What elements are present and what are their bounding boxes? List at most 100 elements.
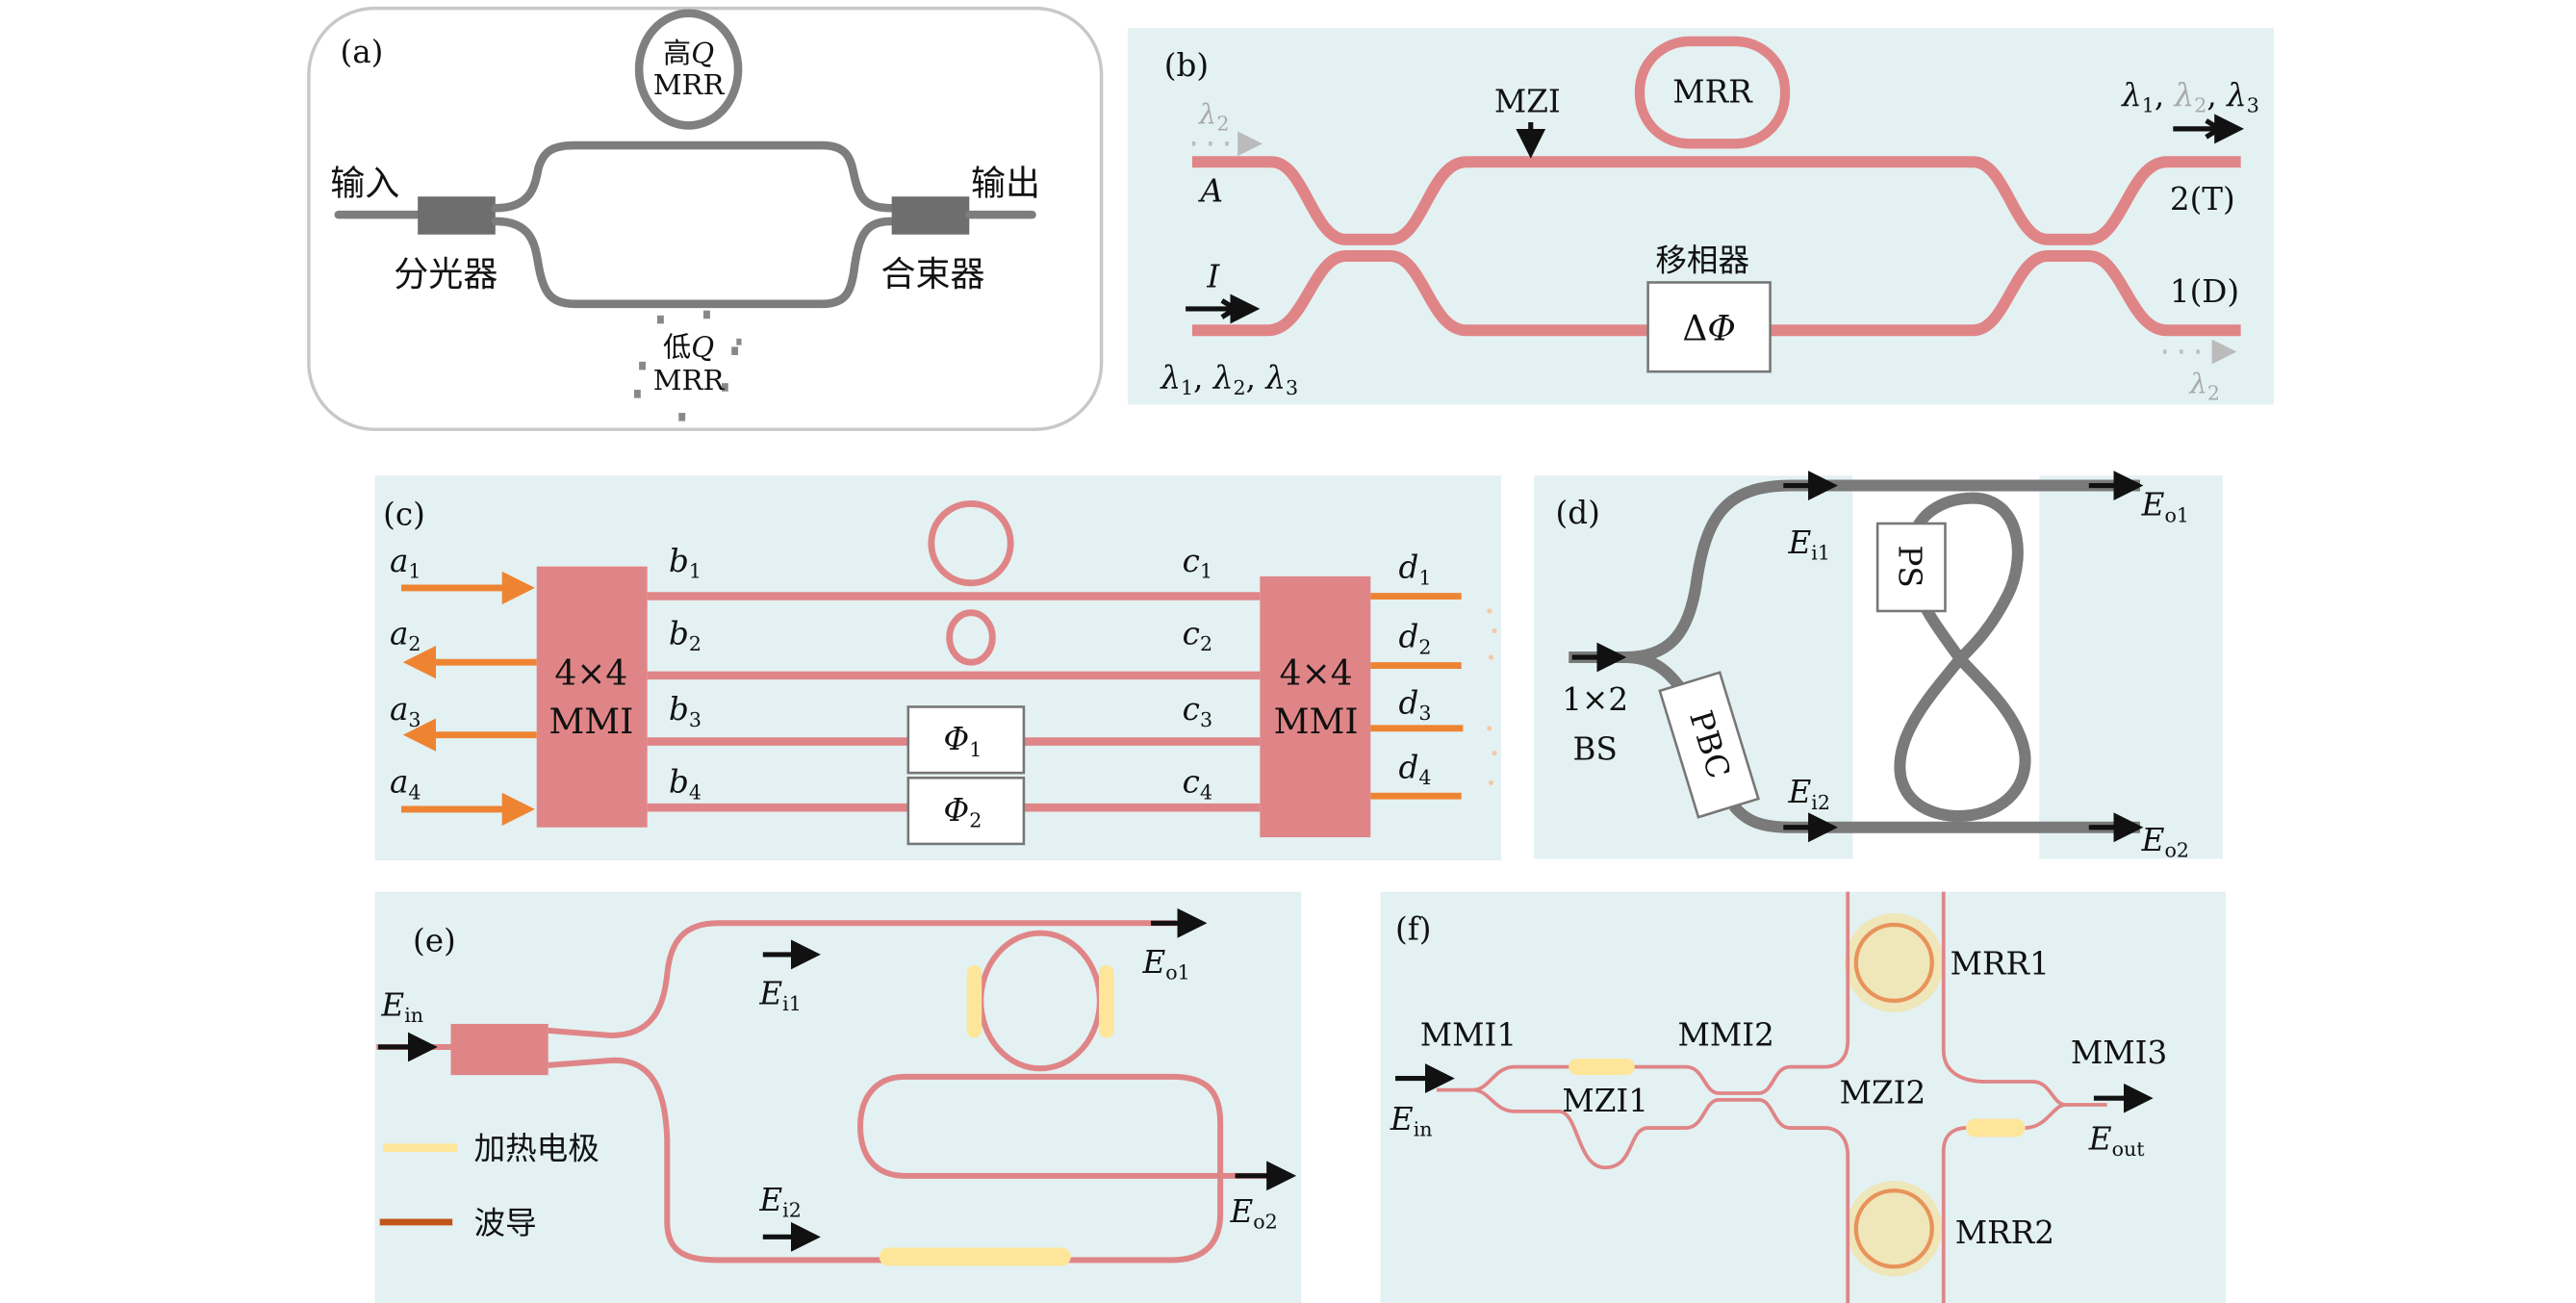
e-i1-label: Ei1	[758, 975, 801, 1015]
port-labels: a1 a2 a3 a4 b1 b2 b3 b4 c1 c2 c3 c4 d1 d…	[390, 543, 1431, 805]
splitter-label: 分光器	[394, 255, 497, 294]
a3-label: a3	[390, 691, 421, 731]
panel-b: (b) MRR MZI λ2 A I λ1, λ2, λ3 λ1, λ2, λ3…	[1128, 28, 2274, 405]
panel-c: (c) 4×4 MMI 4×4 MMI Φ1 Φ2	[374, 475, 1501, 861]
d3-label: d3	[1398, 684, 1431, 725]
mmi-right-size: 4×4	[1280, 654, 1353, 694]
panel-b-label: (b)	[1164, 47, 1209, 84]
high-q-mrr-ring	[634, 9, 743, 130]
fade-dots	[1487, 608, 1497, 785]
combiner-label: 合束器	[881, 255, 985, 294]
b3-label: b3	[669, 691, 701, 731]
e-in-label: Ein	[380, 986, 423, 1027]
low-q-mrr-dots	[633, 310, 742, 422]
e-i2-label: Ei2	[1787, 774, 1829, 814]
c3-label: c3	[1183, 691, 1212, 731]
arrow-barb-icon	[1220, 306, 1237, 319]
port-i-label: I	[1206, 259, 1220, 295]
phi1-label: Φ1	[944, 721, 982, 761]
pbc-box	[1658, 671, 1760, 819]
output-label: 输出	[971, 165, 1040, 204]
right-upper-path	[1941, 891, 2107, 1107]
mrr1-heater-glow	[1844, 912, 1944, 1012]
a1-label: a1	[390, 543, 421, 583]
port-a-label: A	[1198, 172, 1224, 209]
upper-branch	[1624, 479, 2140, 664]
mzi-label: MZI	[1494, 84, 1561, 120]
upper-waveguide	[548, 920, 1176, 1038]
mrr2-heater-glow	[1846, 1180, 1943, 1277]
mmi-left-label: MMI	[548, 703, 633, 742]
low-q-mrr-label: MRR	[653, 364, 726, 396]
mrr2-ring	[1853, 1188, 1934, 1269]
lower-path	[1472, 1087, 1850, 1303]
legend-heater-label: 加热电极	[473, 1131, 599, 1167]
upper-path	[1472, 891, 1850, 1095]
c2-label: c2	[1183, 615, 1212, 655]
mmi-right	[1260, 575, 1371, 838]
phi2-label: Φ2	[944, 792, 982, 832]
arrows	[377, 907, 1297, 1252]
mzi2-label: MZI2	[1840, 1074, 1926, 1111]
high-q-mrr-label: MRR	[653, 68, 726, 101]
mrr2-label: MRR2	[1955, 1214, 2054, 1251]
panel-f: (f) MMI1 MMI2 MMI3 MZI1 MZI2 MRR1 MRR2 E…	[1380, 891, 2227, 1303]
lower-waveguide-racetrack	[548, 1057, 1272, 1264]
high-q-label: 高Q	[663, 37, 714, 69]
combiner-block	[891, 196, 970, 235]
panel-e-label: (e)	[413, 922, 456, 958]
ps-box	[1875, 522, 1947, 613]
e-o1-label: Eo1	[2141, 486, 2189, 526]
b4-label: b4	[669, 764, 701, 805]
port-t-label: 2(T)	[2170, 181, 2235, 217]
d4-label: d4	[1398, 749, 1431, 789]
panel-a: (a) 高Q MRR 输入 输出 分光器 合束器 低Q MRR	[307, 6, 1104, 431]
panel-e-bg	[374, 891, 1302, 1303]
a4-label: a4	[390, 764, 421, 805]
c4-label: c4	[1183, 764, 1212, 805]
lambda2-in-label: λ2	[1198, 98, 1230, 136]
e-o2-label: Eo2	[2141, 822, 2189, 862]
lower-arm	[491, 217, 896, 309]
mmi-left-size: 4×4	[554, 654, 627, 694]
phi1-box	[906, 705, 1026, 775]
e-o1-label: Eo1	[1141, 944, 1189, 984]
mrr-label: MRR	[1672, 73, 1753, 110]
panel-a-label: (a)	[341, 34, 384, 70]
mrr1-label: MRR1	[1951, 945, 2050, 982]
e-out-label: Eout	[2088, 1120, 2145, 1161]
ring-small	[946, 609, 996, 666]
ring-large	[928, 499, 1014, 587]
phase-shifter-label: 移相器	[1655, 242, 1749, 278]
mrr-ring	[1634, 36, 1791, 149]
input-label: 输入	[330, 165, 399, 204]
port-arrows	[400, 571, 1464, 827]
upper-arm	[491, 141, 896, 213]
e-o2-label: Eo2	[1229, 1193, 1277, 1234]
arrows	[1571, 471, 2144, 843]
e-i2-label: Ei2	[758, 1182, 801, 1222]
mmi2-label: MMI2	[1677, 1016, 1773, 1053]
phase-shifter-box	[1646, 281, 1772, 373]
input-wavelengths: λ1, λ2, λ3	[1159, 359, 1298, 399]
mrr1-ring	[1853, 922, 1934, 1004]
panel-f-label: (f)	[1395, 910, 1432, 947]
d2-label: d2	[1398, 619, 1431, 659]
mmi1-label: MMI1	[1420, 1016, 1517, 1053]
bs-size-label: 1×2	[1562, 681, 1628, 718]
panel-c-label: (c)	[383, 497, 425, 533]
panel-e: (e) Ein Ei1 Eo1 Ei2 Eo2 加热电极 波导	[374, 891, 1302, 1303]
panel-d: (d) PS PBC 1×2 BS Ei1 Ei2 Eo1 Eo2	[1534, 471, 2223, 862]
output-wavelengths: λ1, λ2, λ3	[2120, 77, 2259, 117]
mmi-left	[536, 566, 648, 828]
legend-waveguide-label: 波导	[473, 1205, 536, 1241]
low-q-label: 低Q	[663, 331, 714, 364]
phi2-box	[906, 776, 1026, 846]
pbc-box-group: PBC	[1658, 671, 1760, 819]
lambda2-out-label: λ2	[2188, 367, 2220, 404]
panel-a-frame	[307, 6, 1104, 431]
delta-phi-label: ΔΦ	[1682, 310, 1736, 349]
upper-waveguide	[1191, 156, 2241, 245]
mzi1-label: MZI1	[1562, 1083, 1648, 1119]
